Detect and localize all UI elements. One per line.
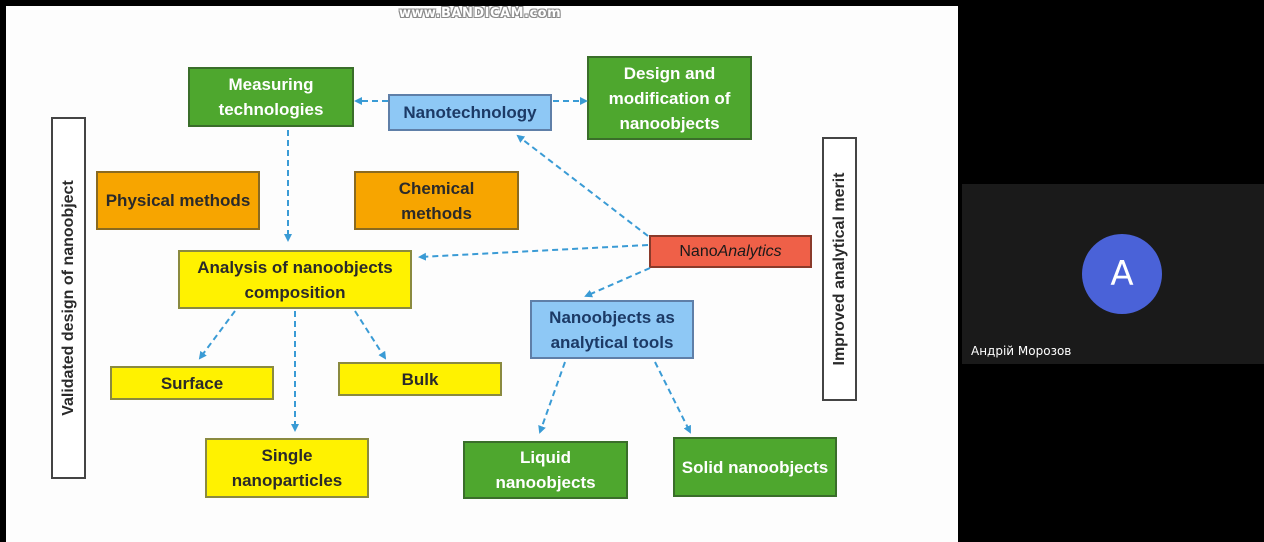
improved-analytical-merit-label: Improved analytical merit	[830, 172, 848, 366]
measuring-technologies-box: Measuring technologies	[188, 67, 354, 127]
participant-name: Андрій Морозов	[971, 344, 1072, 358]
chemical-methods-box: Chemical methods	[354, 171, 519, 230]
bulk-box: Bulk	[338, 362, 502, 396]
solid-nanoobjects-box: Solid nanoobjects	[673, 437, 837, 497]
nanoobjects-analytical-tools-box: Nanoobjects as analytical tools	[530, 300, 694, 359]
validated-design-label: Validated design of nanoobject	[59, 180, 77, 416]
surface-box: Surface	[110, 366, 274, 400]
improved-analytical-merit-label-box: Improved analytical merit	[822, 137, 857, 401]
physical-methods-box: Physical methods	[96, 171, 260, 230]
design-modification-box: Design and modification of nanoobjects	[587, 56, 752, 140]
recorder-watermark: www.BANDICAM.com	[398, 6, 562, 21]
nanoanalytics-prefix: Nano	[679, 243, 718, 260]
nanoanalytics-italic: Analytics	[717, 243, 782, 260]
validated-design-label-box: Validated design of nanoobject	[51, 117, 86, 479]
participant-video-tile[interactable]: A Андрій Морозов	[962, 184, 1264, 364]
nanotechnology-box: Nanotechnology	[388, 94, 552, 131]
participant-avatar: A	[1082, 234, 1162, 314]
single-nanoparticles-box: Single nanoparticles	[205, 438, 369, 498]
liquid-nanoobjects-box: Liquid nanoobjects	[463, 441, 628, 499]
analysis-composition-box: Analysis of nanoobjects composition	[178, 250, 412, 309]
